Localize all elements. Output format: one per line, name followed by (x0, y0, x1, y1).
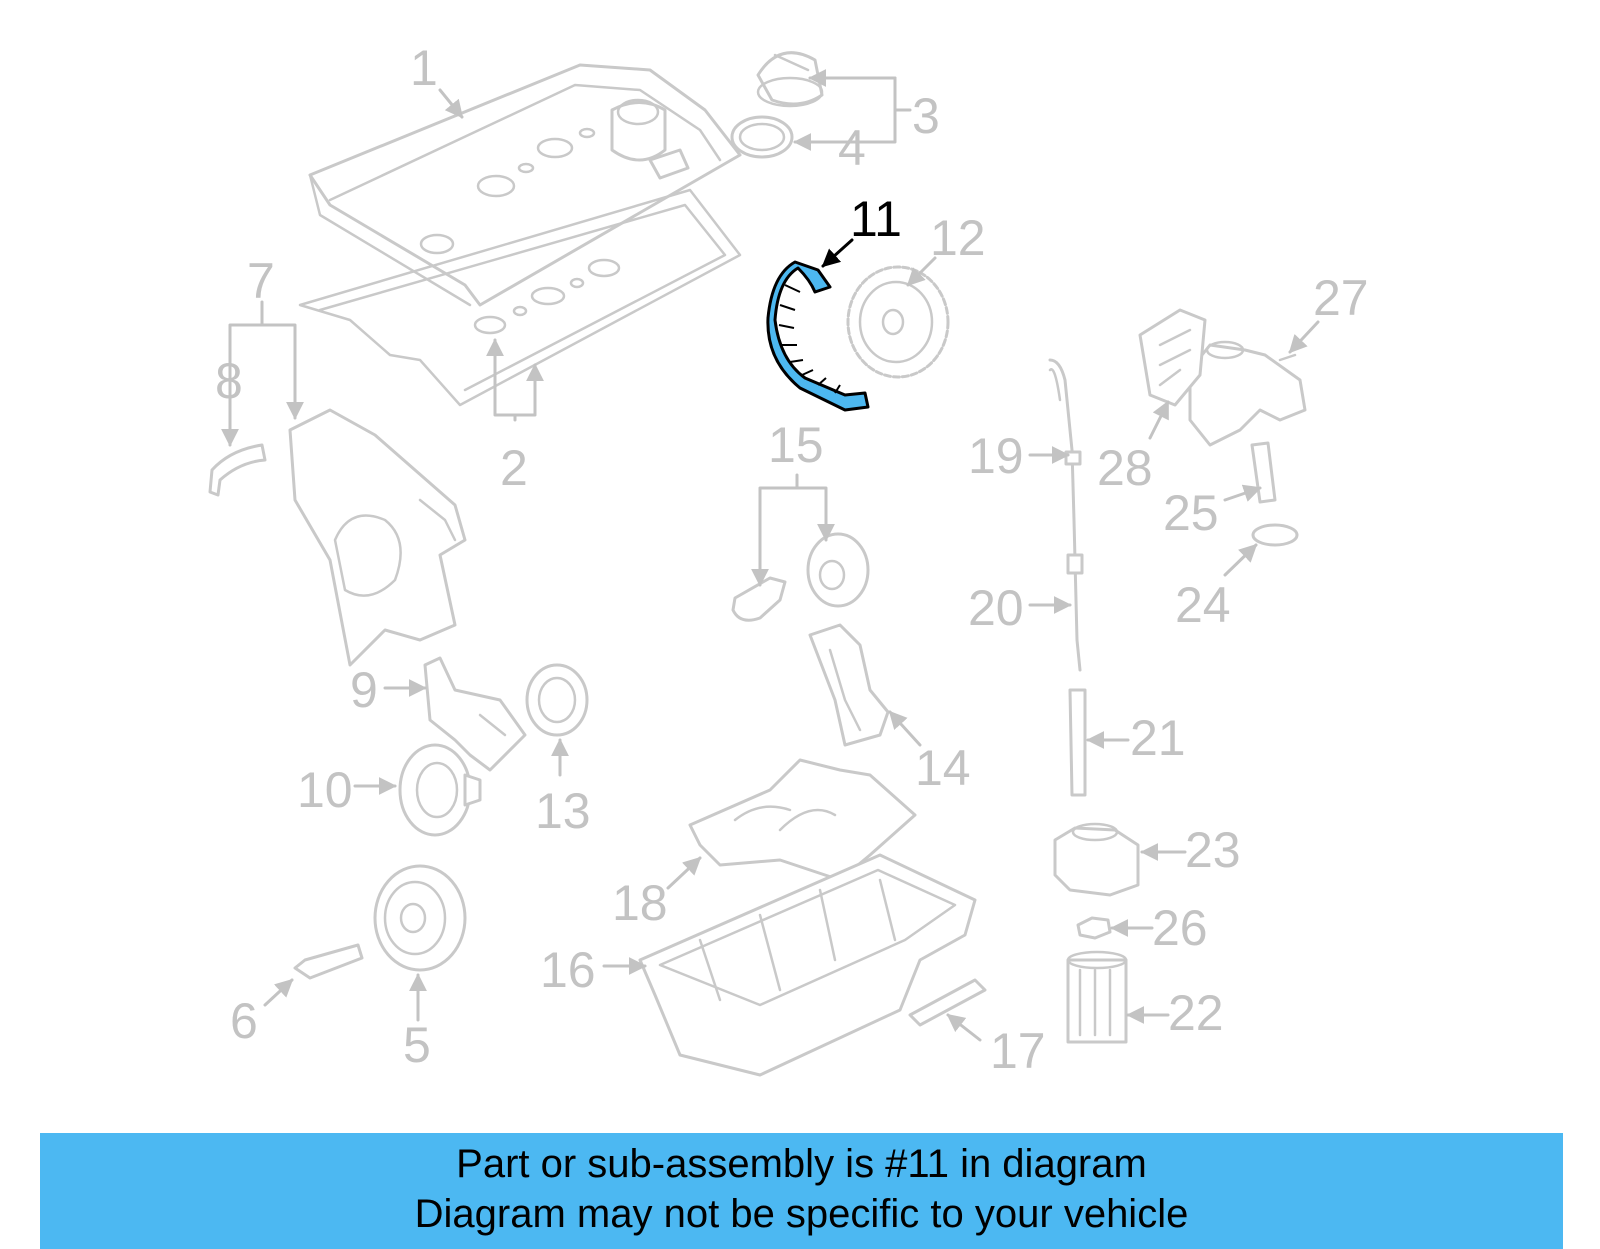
callout-5[interactable]: 5 (403, 1017, 431, 1073)
callout-13[interactable]: 13 (535, 783, 591, 839)
banner-line-2: Diagram may not be specific to your vehi… (414, 1192, 1189, 1236)
callout-7[interactable]: 7 (247, 253, 275, 309)
part-6-bolt[interactable] (293, 943, 364, 980)
callout-4[interactable]: 4 (838, 120, 866, 176)
callout-15[interactable]: 15 (768, 417, 824, 473)
callout-19[interactable]: 19 (968, 428, 1024, 484)
part-1-valve-cover[interactable] (308, 63, 742, 307)
callout-12[interactable]: 12 (930, 210, 986, 266)
callout-labels: 1 2 3 4 5 6 7 8 9 10 11 12 13 14 15 16 1… (215, 40, 1369, 1079)
callout-22[interactable]: 22 (1168, 985, 1224, 1041)
part-2-gasket[interactable] (298, 188, 742, 407)
callout-18[interactable]: 18 (612, 875, 668, 931)
callout-17[interactable]: 17 (990, 1023, 1046, 1079)
part-5-crank-pulley[interactable] (373, 864, 467, 972)
callout-23[interactable]: 23 (1185, 822, 1241, 878)
callout-10[interactable]: 10 (297, 762, 353, 818)
part-14-pickup[interactable] (808, 623, 890, 747)
callout-20[interactable]: 20 (968, 580, 1024, 636)
info-banner: Part or sub-assembly is #11 in diagram D… (40, 1133, 1563, 1249)
callout-27[interactable]: 27 (1313, 270, 1369, 326)
leader-lines (221, 69, 1320, 1042)
part-26-plug[interactable] (1076, 916, 1112, 940)
callout-8[interactable]: 8 (215, 353, 243, 409)
part-11-belt-guide[interactable] (766, 260, 870, 412)
part-18-baffle[interactable] (688, 758, 917, 882)
part-10-tensioner[interactable] (398, 743, 482, 837)
part-17-sealant[interactable] (908, 978, 987, 1027)
part-28-gasket[interactable] (1138, 308, 1207, 407)
part-13-crank-sprocket[interactable] (525, 663, 589, 737)
callout-24[interactable]: 24 (1175, 577, 1231, 633)
part-23-filter-housing[interactable] (1053, 822, 1140, 897)
callout-1[interactable]: 1 (410, 40, 438, 96)
callout-11[interactable]: 11 (850, 191, 902, 247)
callout-28[interactable]: 28 (1097, 440, 1153, 496)
part-25-stud[interactable] (1250, 441, 1277, 504)
callout-14[interactable]: 14 (915, 740, 971, 796)
callout-21[interactable]: 21 (1130, 710, 1186, 766)
part-9-rear-plate[interactable] (423, 656, 527, 772)
part-27-pump-housing[interactable] (1188, 340, 1307, 447)
part-22-oil-filter[interactable] (1066, 950, 1128, 1044)
part-21-tube[interactable] (1068, 688, 1087, 797)
part-24-o-ring[interactable] (1251, 523, 1299, 547)
callout-9[interactable]: 9 (350, 662, 378, 718)
part-8-bracket[interactable] (208, 443, 267, 497)
callout-3[interactable]: 3 (912, 88, 940, 144)
part-19-20-dipstick[interactable] (1048, 358, 1084, 672)
banner-line-1: Part or sub-assembly is #11 in diagram (456, 1142, 1147, 1186)
part-4-oil-cap-seal[interactable] (730, 115, 794, 159)
callout-25[interactable]: 25 (1163, 485, 1219, 541)
callout-6[interactable]: 6 (230, 993, 258, 1049)
callout-26[interactable]: 26 (1152, 900, 1208, 956)
callout-16[interactable]: 16 (540, 942, 596, 998)
callout-2[interactable]: 2 (500, 440, 528, 496)
part-7-timing-cover[interactable] (288, 408, 467, 667)
part-16-oil-pan[interactable] (638, 853, 977, 1077)
part-12-cam-sprocket[interactable] (846, 265, 950, 379)
part-15-idler[interactable] (731, 532, 870, 622)
